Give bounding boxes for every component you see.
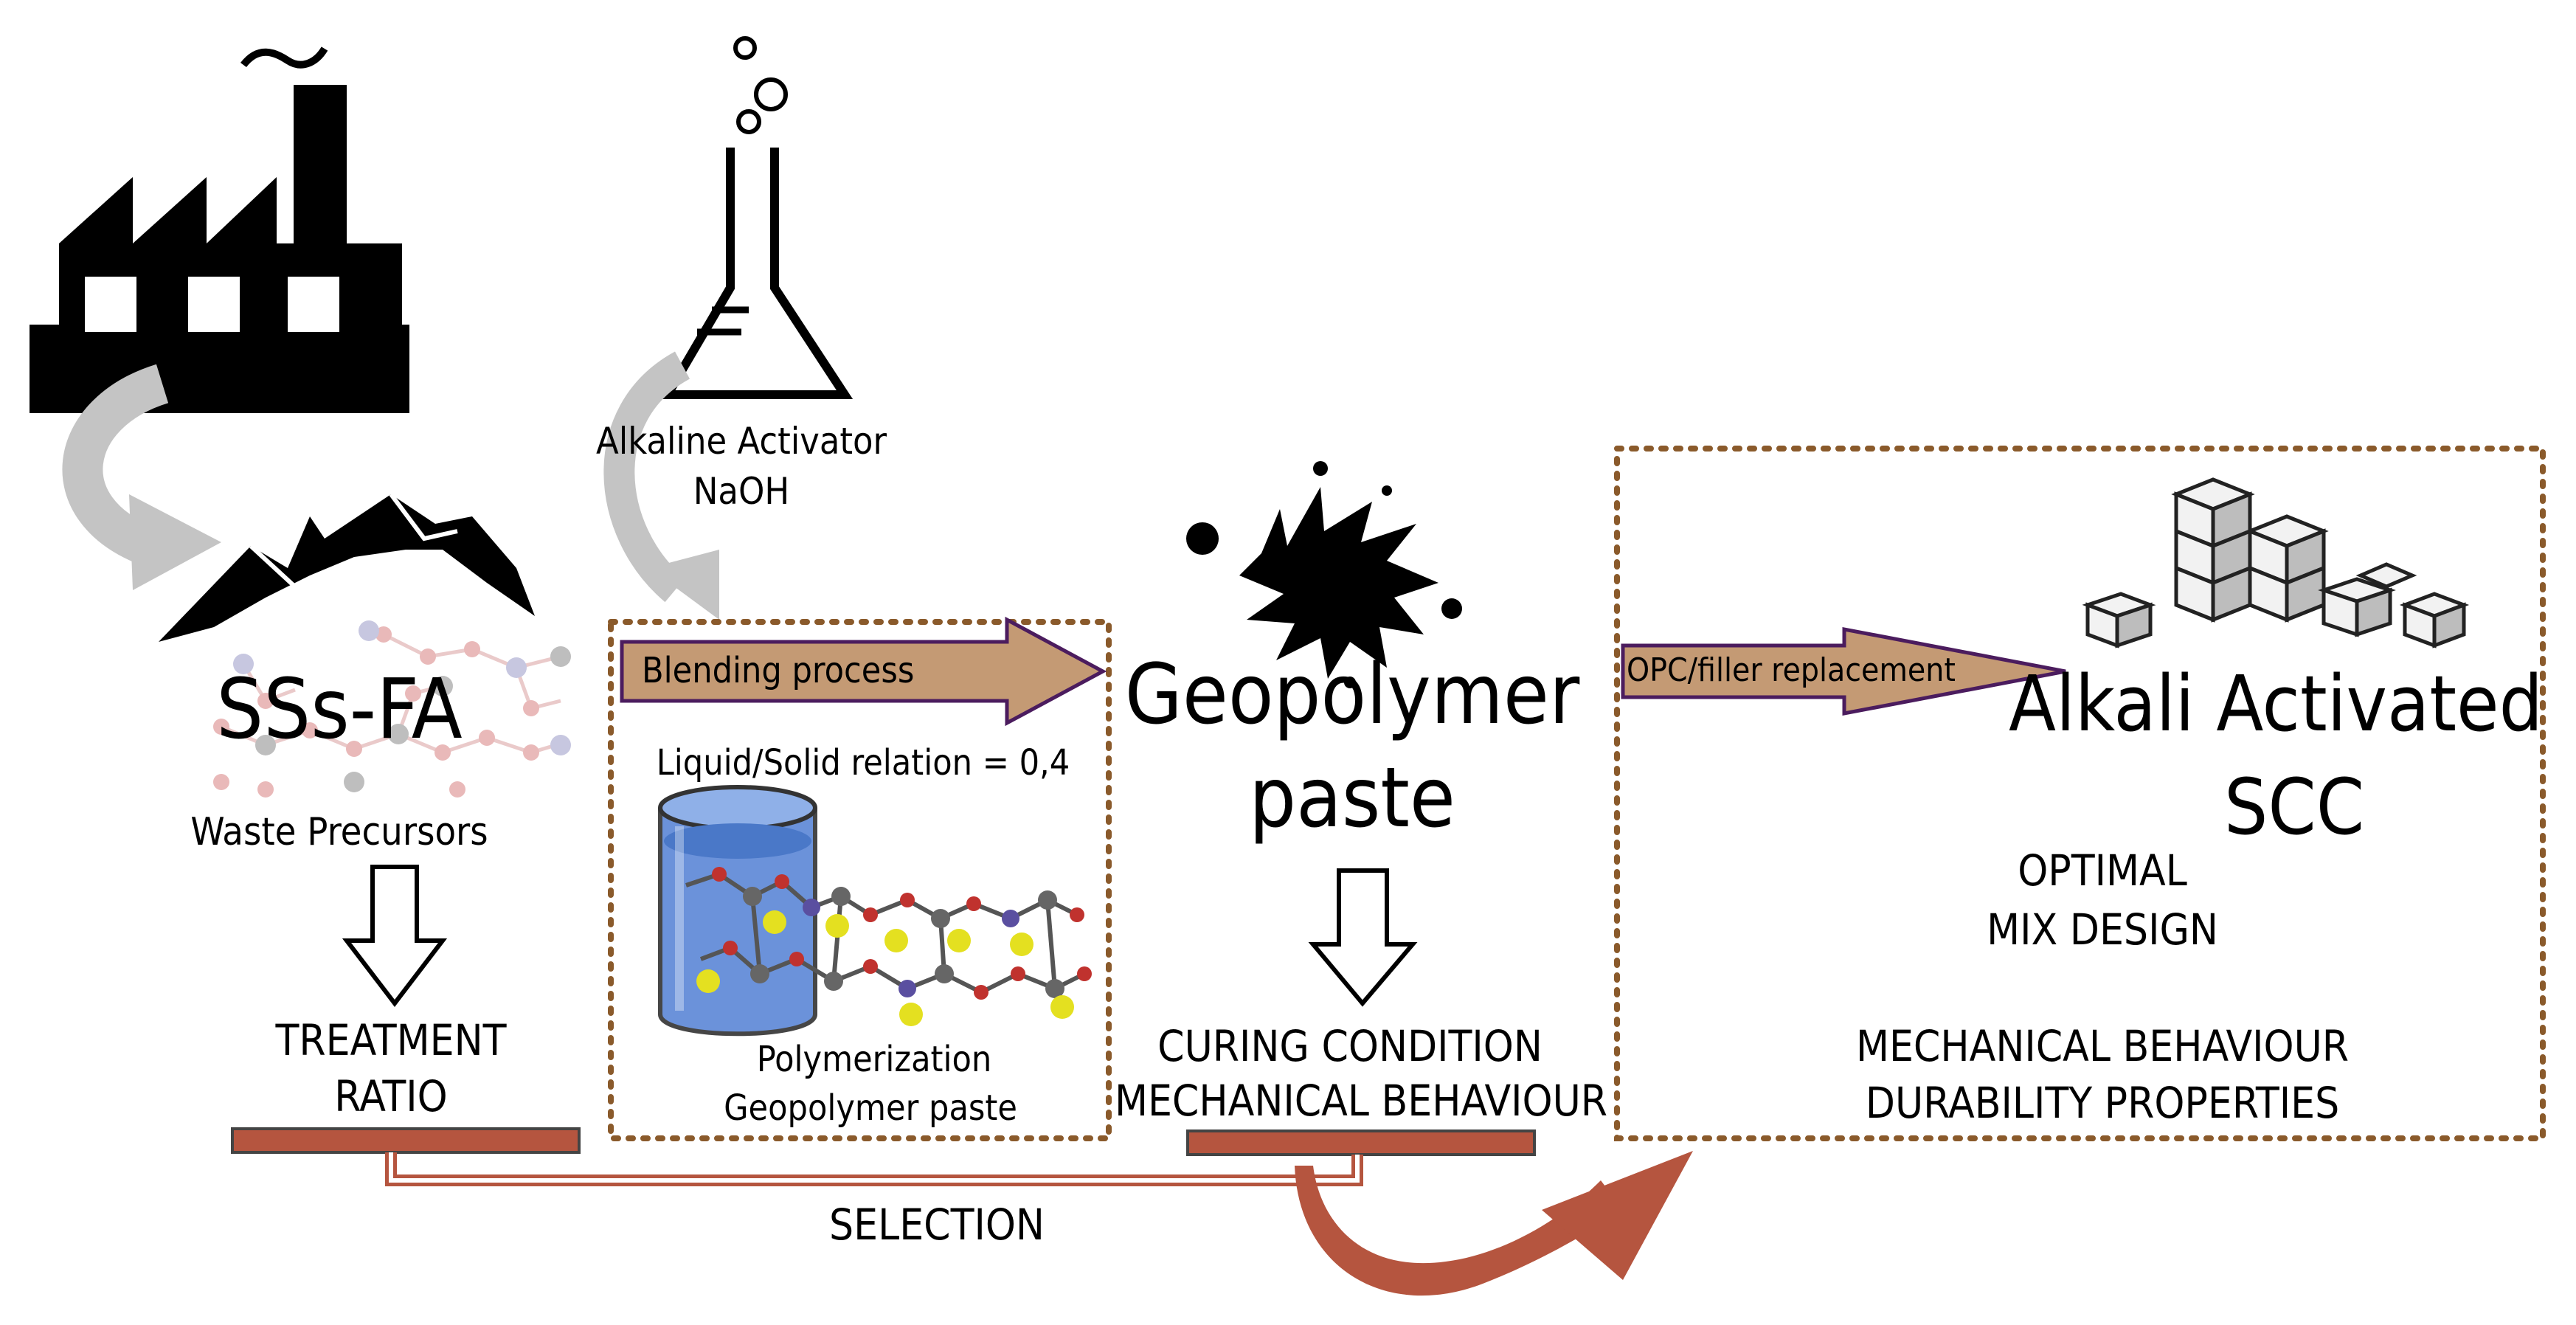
geopolymer-paste-caption: Geopolymer paste bbox=[724, 1087, 1017, 1129]
treatment-label: TREATMENT bbox=[275, 1015, 508, 1065]
down-arrow-2 bbox=[1308, 868, 1418, 1007]
source-title: SSs-FA bbox=[216, 662, 463, 758]
curved-arrow-1 bbox=[62, 364, 221, 590]
final-title-line2: SCC bbox=[2224, 762, 2364, 852]
final-box bbox=[1614, 446, 2546, 1141]
opc-arrow-label: OPC/filler replacement bbox=[1627, 651, 1956, 689]
swoosh-arrow bbox=[1295, 1151, 1693, 1296]
curing-label: CURING CONDITION bbox=[1157, 1021, 1543, 1071]
paste-title-line2: paste bbox=[1249, 750, 1455, 846]
down-arrow-1 bbox=[342, 865, 448, 1007]
final-title-line1: Alkali Activated bbox=[2009, 659, 2543, 749]
factory-icon bbox=[30, 46, 409, 413]
selection-label: SELECTION bbox=[829, 1200, 1045, 1250]
ratio-label: RATIO bbox=[334, 1071, 447, 1121]
blending-arrow-label: Blending process bbox=[642, 650, 914, 691]
cubes-icon bbox=[2082, 477, 2470, 648]
beaker-icon bbox=[658, 785, 817, 1037]
ratio-text: Liquid/Solid relation = 0,4 bbox=[657, 742, 1070, 783]
opc-arrow bbox=[1621, 626, 2066, 716]
paste-title-line1: Geopolymer bbox=[1125, 647, 1580, 743]
mountain-icon bbox=[159, 493, 535, 642]
activator-line1: Alkaline Activator bbox=[596, 420, 887, 463]
mechanical-label: MECHANICAL BEHAVIOUR bbox=[1115, 1076, 1607, 1126]
activator-line2: NaOH bbox=[693, 470, 789, 513]
molecule-icon bbox=[213, 620, 571, 798]
optimal-label: OPTIMAL bbox=[2018, 845, 2187, 896]
mix-design-label: MIX DESIGN bbox=[1987, 904, 2218, 955]
blending-box bbox=[608, 619, 1112, 1141]
selection-connector bbox=[385, 1152, 1363, 1186]
polymerization-label: Polymerization bbox=[757, 1039, 992, 1080]
blending-arrow bbox=[620, 616, 1107, 727]
polymer-chain bbox=[685, 867, 1092, 1026]
flask-icon bbox=[659, 36, 854, 399]
selection-bar-right bbox=[1186, 1129, 1536, 1156]
props-line1: MECHANICAL BEHAVIOUR bbox=[1856, 1021, 2349, 1071]
selection-bar-left bbox=[231, 1127, 581, 1154]
ink-splash-icon bbox=[1186, 461, 1462, 688]
curved-arrow-2 bbox=[603, 351, 719, 620]
props-line2: DURABILITY PROPERTIES bbox=[1866, 1078, 2339, 1128]
source-subtitle: Waste Precursors bbox=[190, 810, 488, 854]
